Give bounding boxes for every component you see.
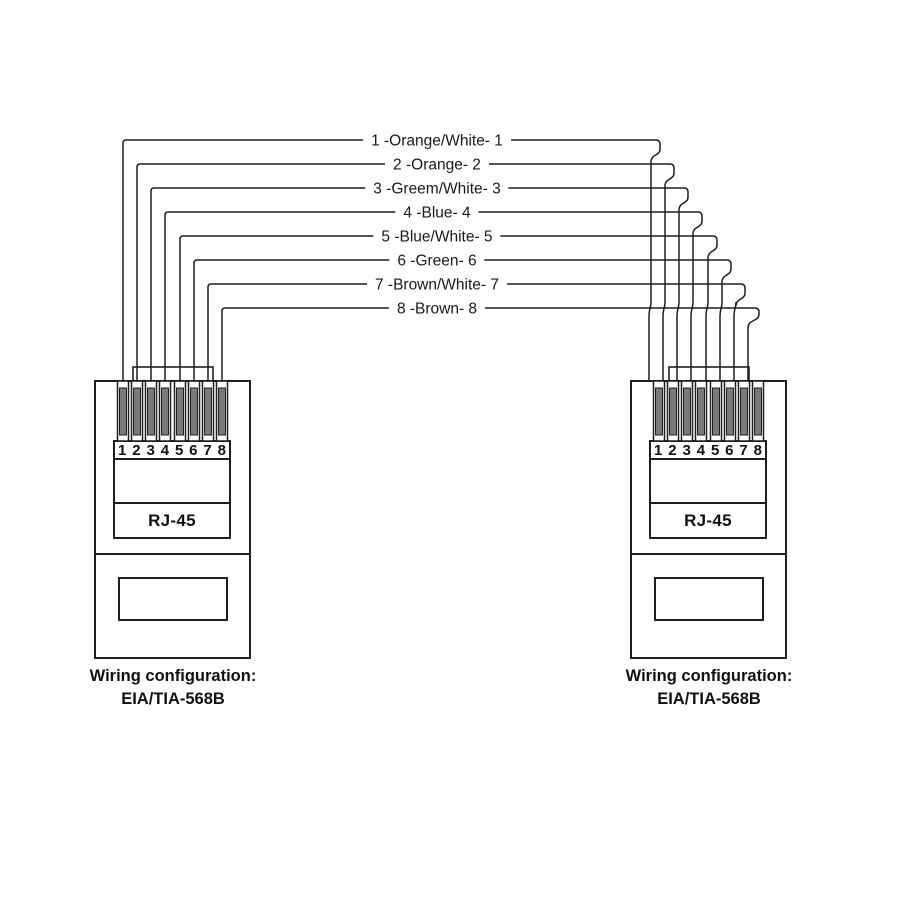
wire-8: [221, 307, 760, 382]
wire-3: [150, 187, 689, 382]
caption-left-line1: Wiring configuration:: [89, 667, 257, 685]
pin-number: 5: [710, 441, 720, 459]
caption-left-line2: EIA/TIA-568B: [121, 690, 225, 708]
pin-number: 5: [174, 441, 184, 459]
pin-number: 8: [753, 441, 762, 459]
pin-number: 7: [739, 441, 748, 459]
pin-number: 3: [146, 441, 155, 459]
pin-number: 6: [725, 441, 734, 459]
connector-label-left: RJ-45: [148, 510, 196, 530]
wire-2: [136, 163, 675, 382]
pin-number: 1: [118, 441, 127, 459]
wire-1: [122, 139, 661, 382]
caption-right-line1: Wiring configuration:: [625, 667, 793, 685]
wire-label-6: 6 -Green- 6: [389, 251, 485, 270]
pin-number: 3: [682, 441, 691, 459]
wire-7: [207, 283, 746, 382]
caption-right-line2: EIA/TIA-568B: [657, 690, 761, 708]
pin-number: 4: [696, 441, 706, 459]
connector-left: [94, 366, 251, 659]
wire-6: [193, 259, 732, 382]
pin-number: 4: [160, 441, 170, 459]
wire-label-1: 1 -Orange/White- 1: [363, 131, 511, 150]
wire-label-7: 7 -Brown/White- 7: [366, 275, 508, 294]
pin-number: 1: [654, 441, 663, 459]
wire-label-2: 2 -Orange- 2: [385, 155, 489, 174]
pin-number: 7: [203, 441, 212, 459]
wire-5: [179, 235, 718, 382]
wire-label-3: 3 -Greem/White- 3: [365, 179, 509, 198]
wire-label-4: 4 -Blue- 4: [395, 203, 479, 222]
pin-number: 2: [132, 441, 141, 459]
wire-label-8: 8 -Brown- 8: [388, 299, 486, 318]
pin-number: 8: [217, 441, 226, 459]
pin-number: 6: [189, 441, 198, 459]
caption-right: Wiring configuration: EIA/TIA-568B: [579, 665, 839, 711]
wire-4: [164, 211, 703, 382]
connector-right: [630, 366, 787, 659]
caption-left: Wiring configuration: EIA/TIA-568B: [43, 665, 303, 711]
connector-label-right: RJ-45: [684, 510, 732, 530]
wire-group: [122, 139, 760, 382]
pin-number: 2: [668, 441, 677, 459]
wire-label-5: 5 -Blue/White- 5: [373, 227, 501, 246]
